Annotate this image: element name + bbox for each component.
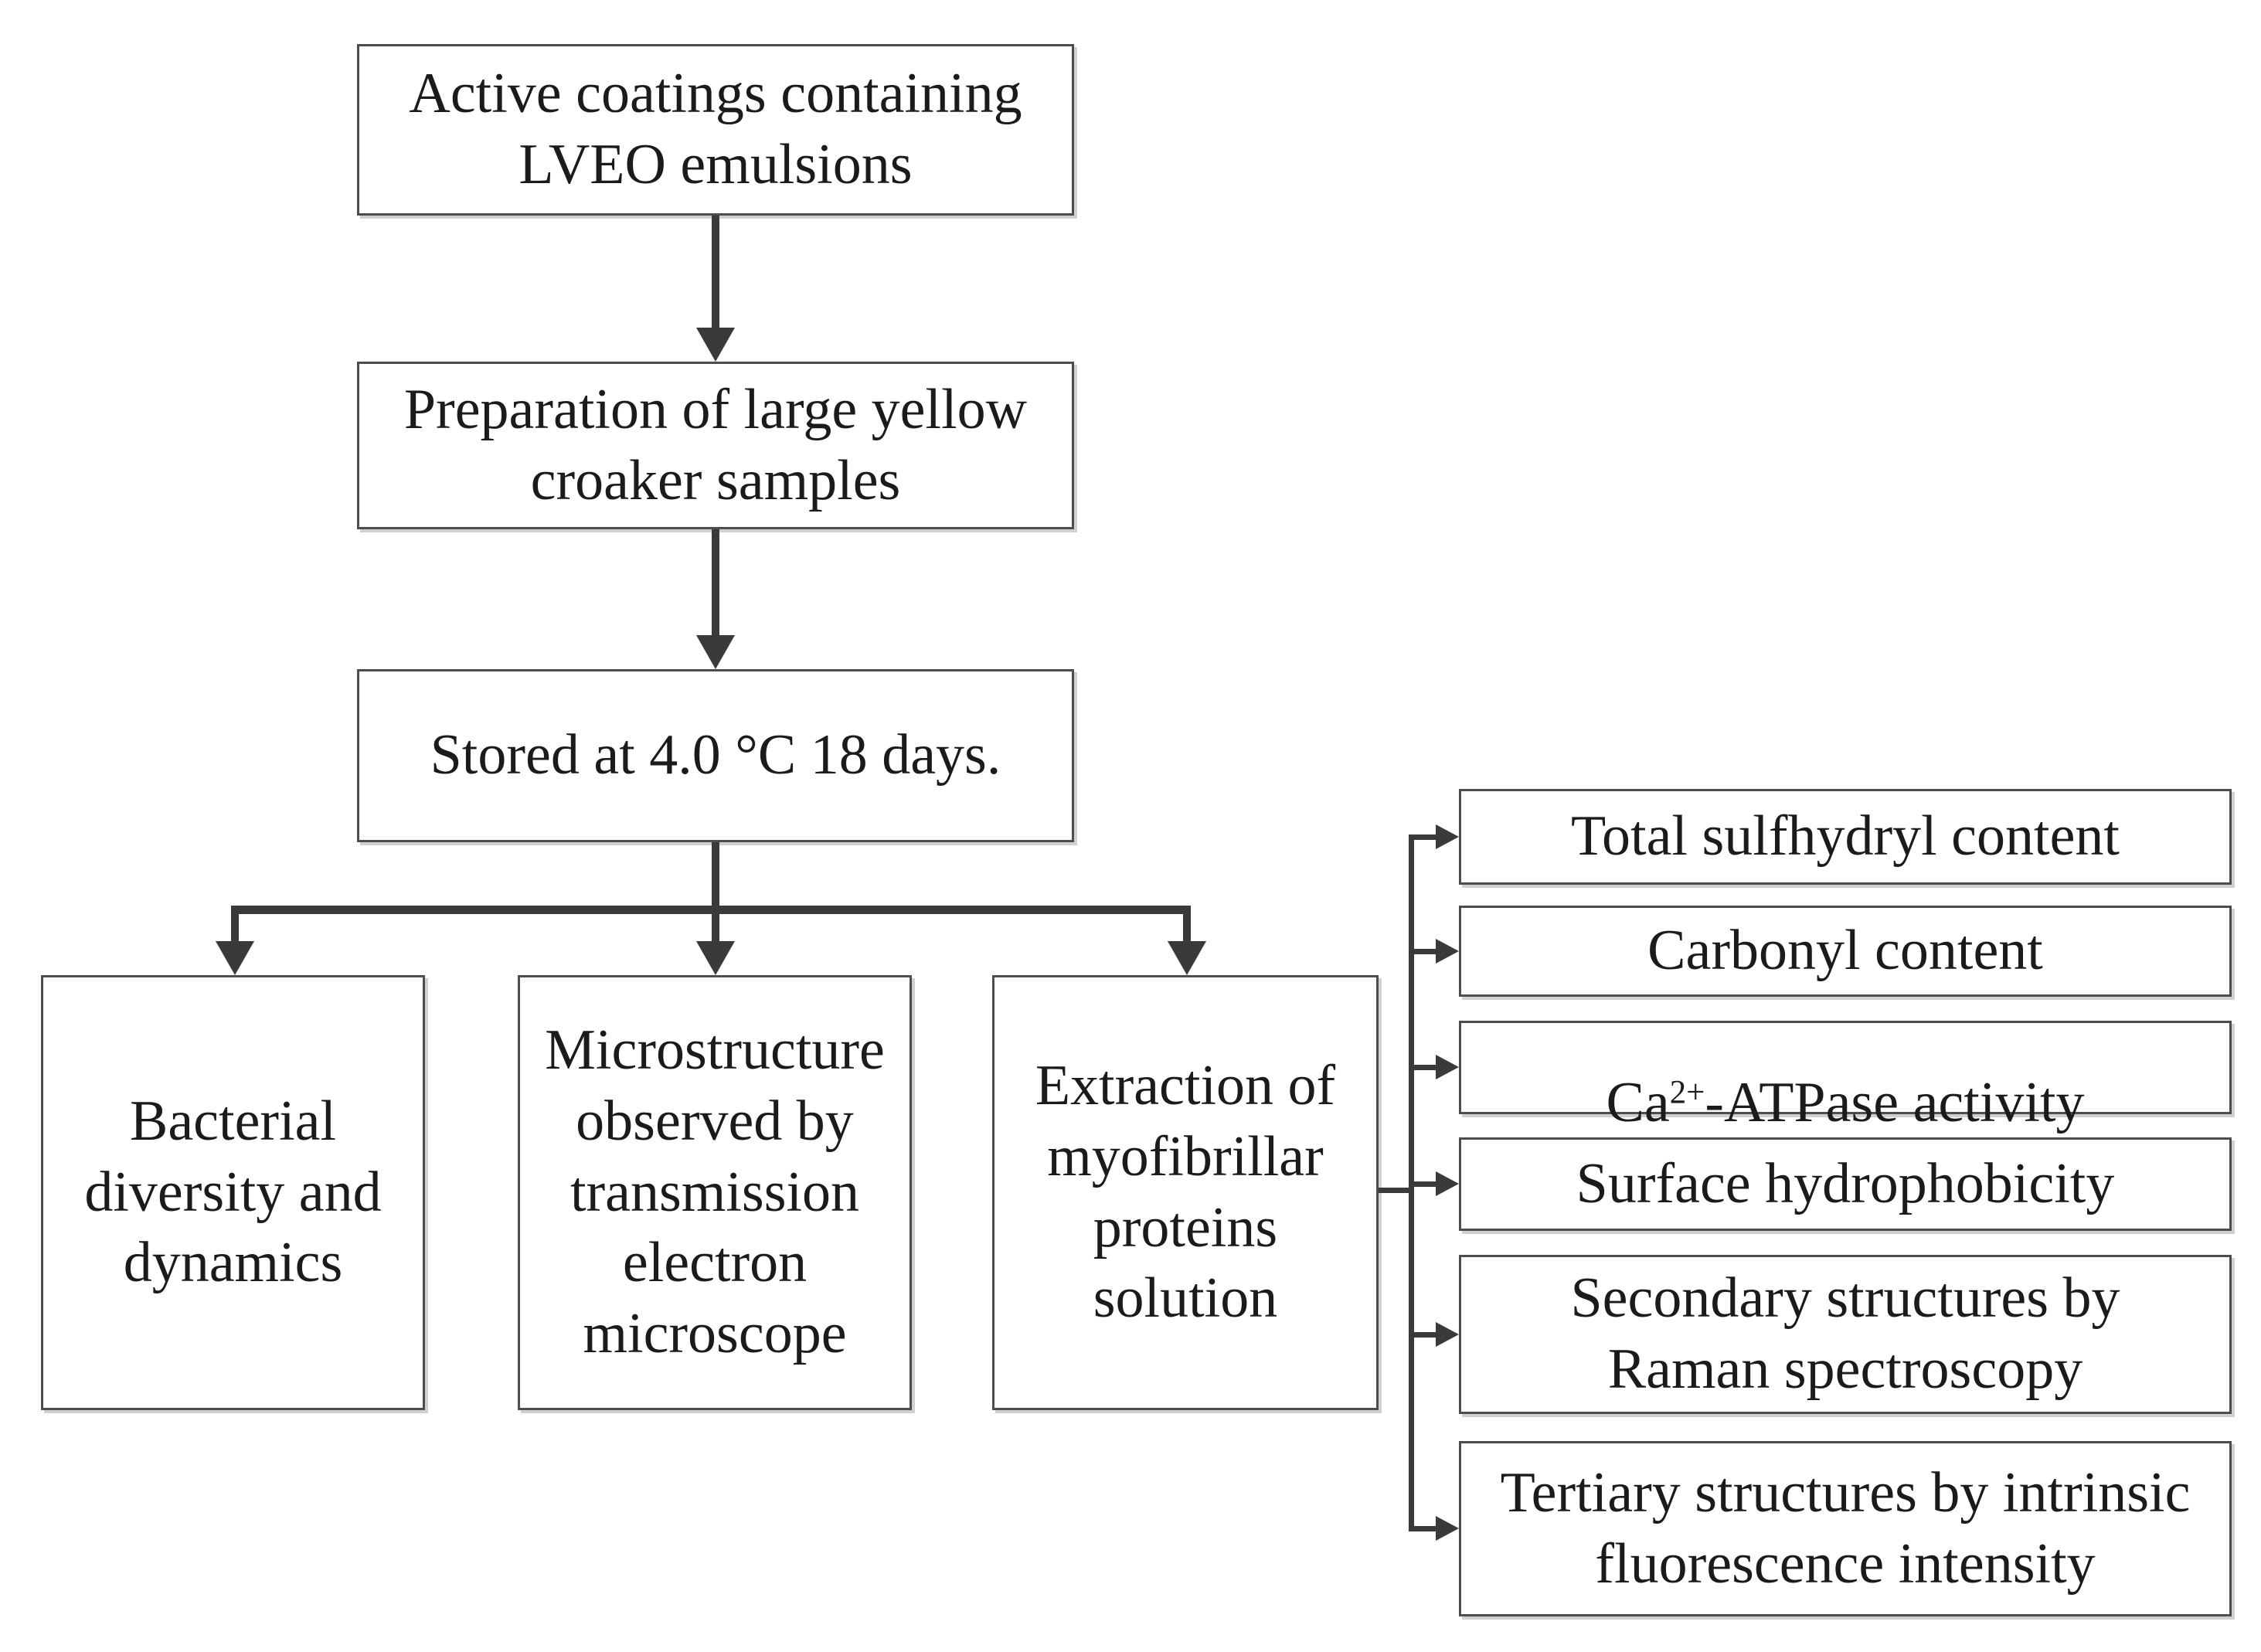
stub-arrow-3-stem xyxy=(1414,1065,1436,1070)
stub-arrow-3-head-icon xyxy=(1436,1055,1459,1079)
stub-arrow-1-stem xyxy=(1414,834,1436,840)
node-ca-atpase-label: Ca2+-ATPase activity xyxy=(1606,997,2084,1139)
branch-stem xyxy=(712,842,719,909)
node-secondary-structures: Secondary structures by Raman spectrosco… xyxy=(1459,1255,2232,1414)
arrow-active-to-preparation-head-icon xyxy=(696,328,735,362)
node-bacterial: Bacterial diversity and dynamics xyxy=(41,975,425,1410)
branch-middle-arrow-head-icon xyxy=(696,941,735,975)
node-stored-label: Stored at 4.0 °C 18 days. xyxy=(430,723,1001,787)
node-microstructure: Microstructure observed by transmission … xyxy=(518,975,912,1410)
node-carbonyl: Carbonyl content xyxy=(1459,906,2232,997)
ca-atpase-prefix: Ca xyxy=(1606,1070,1670,1134)
stub-arrow-6-stem xyxy=(1414,1526,1436,1531)
node-secondary-structures-label: Secondary structures by Raman spectrosco… xyxy=(1570,1266,2120,1401)
node-extraction-label: Extraction of myofibrillar proteins solu… xyxy=(1035,1054,1336,1331)
branch-right-arrow-stem xyxy=(1183,914,1191,942)
stub-arrow-6-head-icon xyxy=(1436,1516,1459,1541)
node-ca-atpase: Ca2+-ATPase activity xyxy=(1459,1021,2232,1134)
node-tertiary-structures-label: Tertiary structures by intrinsic fluores… xyxy=(1500,1460,2191,1596)
node-total-sulfhydryl-label: Total sulfhydryl content xyxy=(1570,804,2120,868)
ca-atpase-suffix: -ATPase activity xyxy=(1705,1070,2085,1134)
stub-arrow-5-head-icon xyxy=(1436,1322,1459,1347)
spine-line xyxy=(1409,834,1414,1531)
ca-atpase-superscript: 2+ xyxy=(1669,1073,1705,1110)
stub-arrow-1-head-icon xyxy=(1436,824,1459,849)
node-carbonyl-label: Carbonyl content xyxy=(1647,919,2043,983)
node-bacterial-label: Bacterial diversity and dynamics xyxy=(84,1089,382,1295)
branch-horizontal-line xyxy=(231,906,1191,914)
branch-left-arrow-stem xyxy=(231,914,239,942)
branch-left-arrow-head-icon xyxy=(216,941,254,975)
arrow-preparation-to-stored-head-icon xyxy=(696,635,735,669)
stub-arrow-4-stem xyxy=(1414,1181,1436,1187)
node-surface-hydrophobicity-label: Surface hydrophobicity xyxy=(1576,1151,2115,1215)
stub-arrow-5-stem xyxy=(1414,1332,1436,1338)
node-active-coatings: Active coatings containing LVEO emulsion… xyxy=(357,44,1074,216)
stub-arrow-2-head-icon xyxy=(1436,939,1459,964)
node-preparation-label: Preparation of large yellow croaker samp… xyxy=(403,377,1028,512)
arrow-active-to-preparation-stem xyxy=(712,216,719,329)
extraction-to-spine-connector xyxy=(1379,1188,1414,1193)
node-microstructure-label: Microstructure observed by transmission … xyxy=(545,1018,885,1366)
arrow-preparation-to-stored-stem xyxy=(712,529,719,637)
branch-middle-arrow-stem xyxy=(712,914,719,942)
node-tertiary-structures: Tertiary structures by intrinsic fluores… xyxy=(1459,1441,2232,1616)
node-extraction: Extraction of myofibrillar proteins solu… xyxy=(992,975,1379,1410)
node-preparation: Preparation of large yellow croaker samp… xyxy=(357,362,1074,529)
node-surface-hydrophobicity: Surface hydrophobicity xyxy=(1459,1137,2232,1231)
branch-right-arrow-head-icon xyxy=(1168,941,1206,975)
node-total-sulfhydryl: Total sulfhydryl content xyxy=(1459,789,2232,885)
node-active-coatings-label: Active coatings containing LVEO emulsion… xyxy=(409,62,1022,196)
stub-arrow-2-stem xyxy=(1414,949,1436,954)
node-stored: Stored at 4.0 °C 18 days. xyxy=(357,669,1074,842)
stub-arrow-4-head-icon xyxy=(1436,1171,1459,1196)
